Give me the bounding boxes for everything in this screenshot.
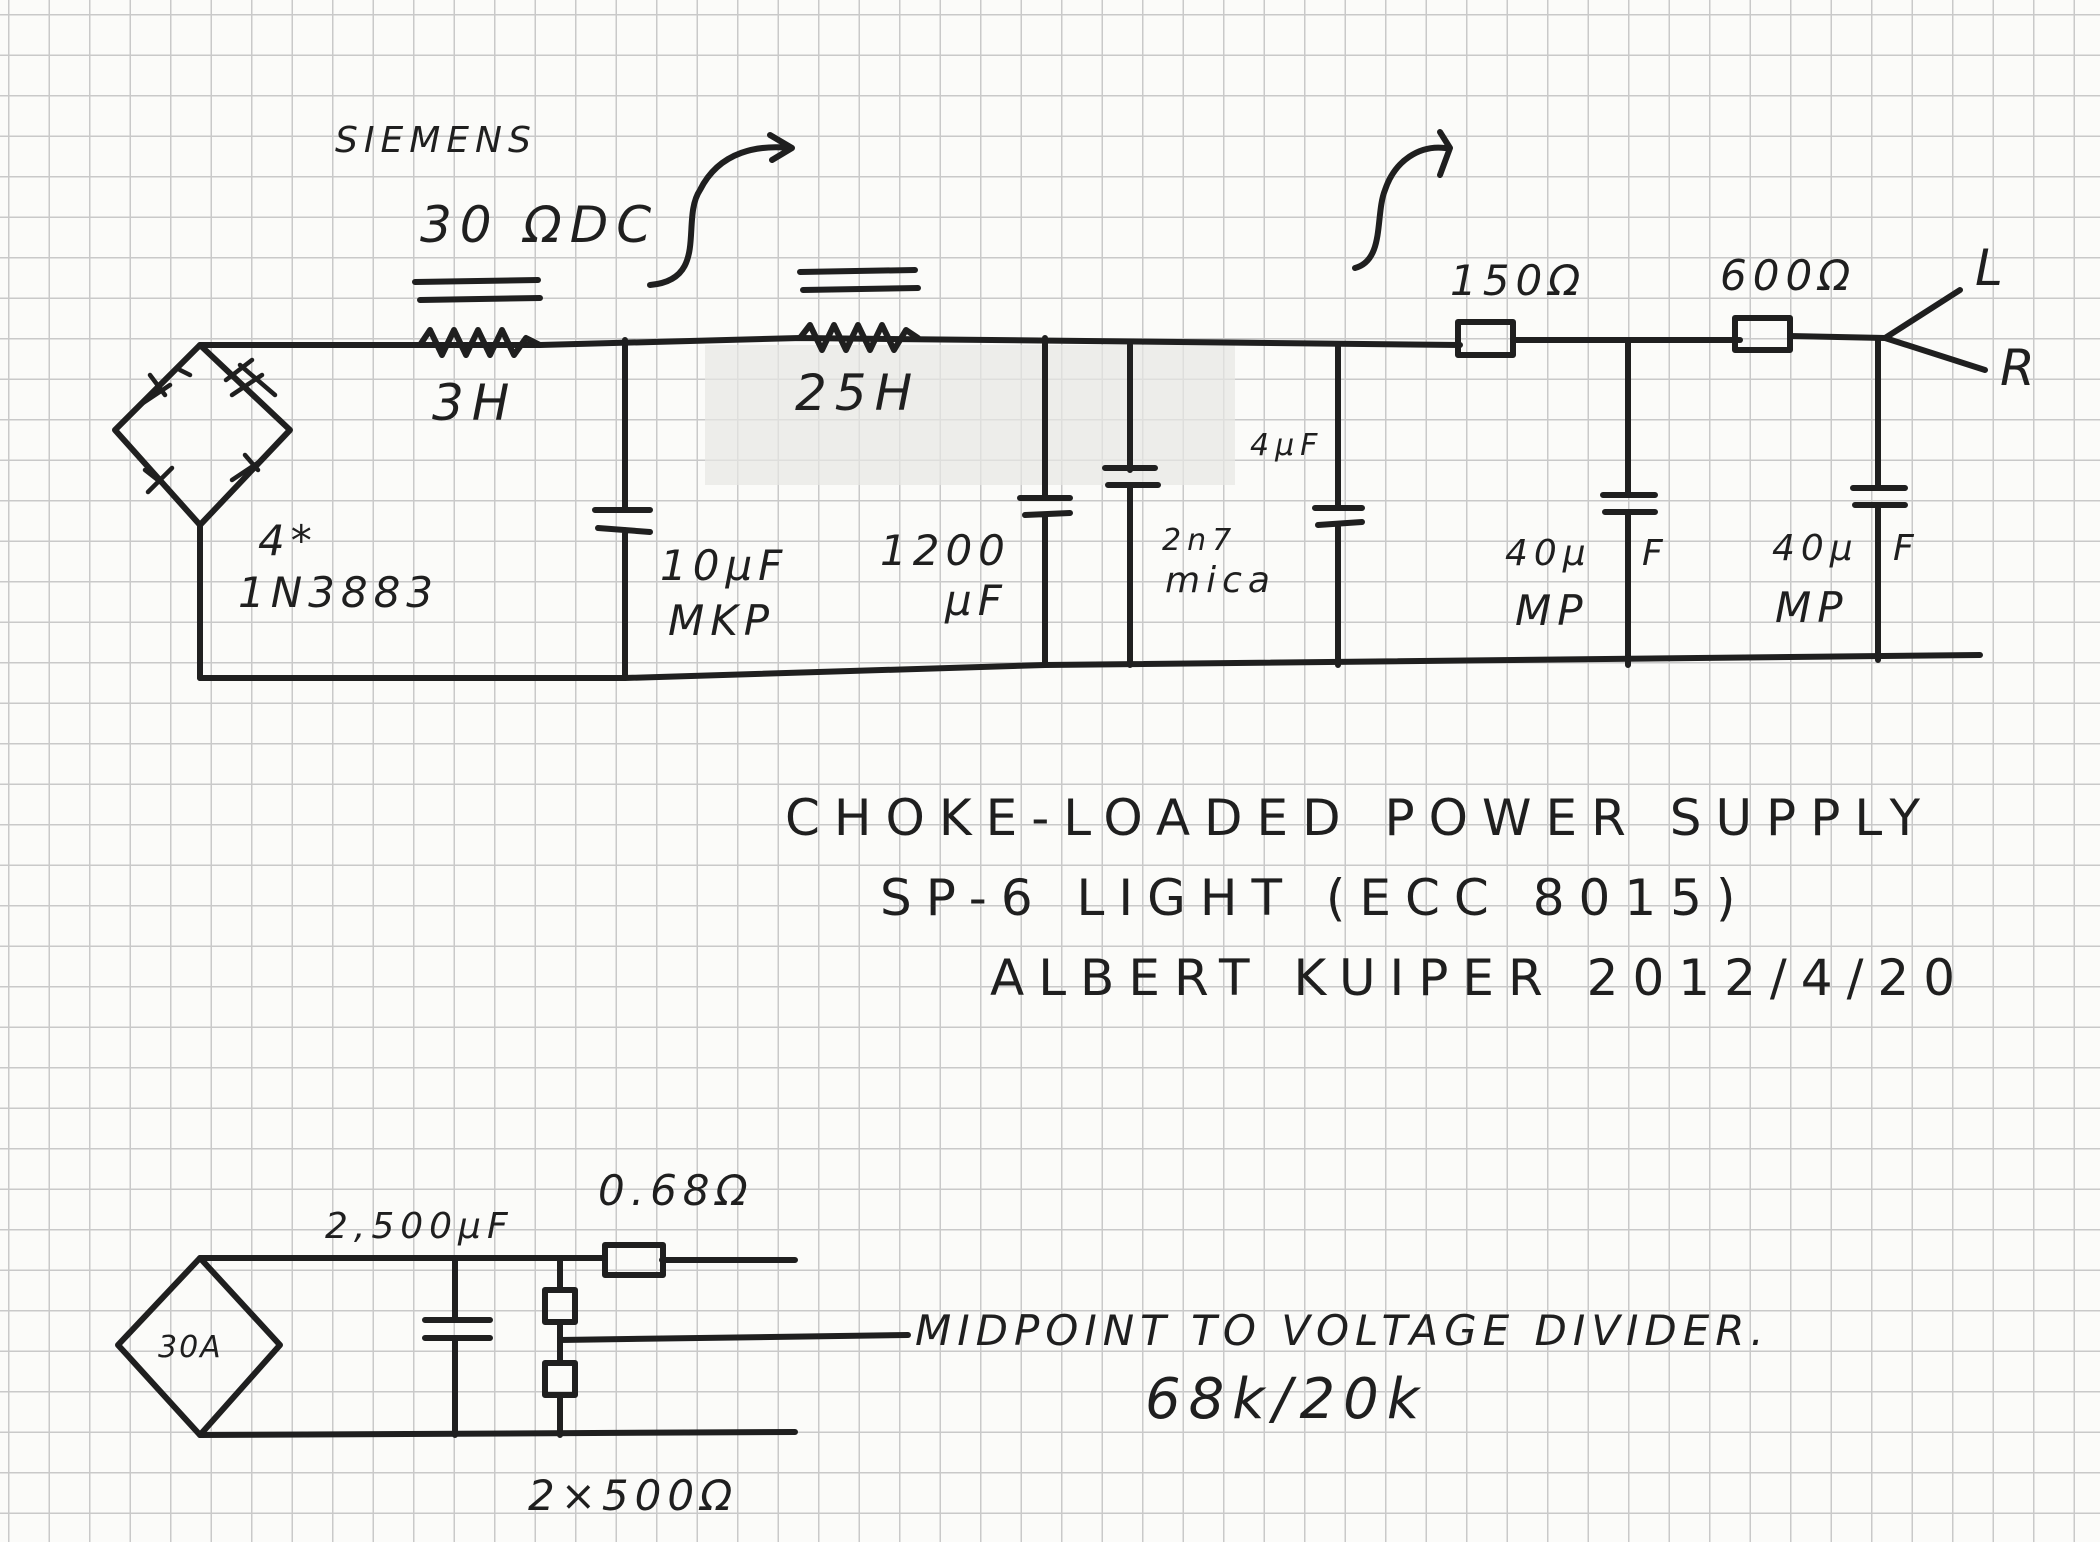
resistor-600 [1732,315,1793,353]
divider-resistor-2 [542,1360,578,1398]
rectifier-label: 4* 1N3883 [238,516,439,617]
title-line-2: SP-6 LIGHT (ECC 8015) [880,869,1750,927]
top-circuit: SIEMENS 30 ΩDC 3H 25H 4* 1N3883 10μF MKP… [112,120,2043,681]
resistor-068 [602,1242,666,1278]
paper-smudge [705,345,1235,485]
bottom-bottom-rail [197,1429,798,1438]
choke1-value-label: 3H [432,374,517,432]
resistor-150 [1455,319,1516,358]
bottom-top-rail [197,1255,798,1263]
res-068-label: 0.68Ω [598,1166,754,1215]
top-rail [417,335,1463,348]
output-wires [1882,287,1988,373]
curved-arrow-1 [647,132,795,288]
title-line-3: ALBERT KUIPER 2012/4/20 [990,949,1969,1007]
choke2-value-label: 25H [795,364,920,422]
title-block: CHOKE-LOADED POWER SUPPLY SP-6 LIGHT (EC… [785,789,1969,1007]
choke-2 [797,267,921,353]
capacitor-40uf-2 [1850,337,1908,663]
output-left-label: L [1975,239,2011,297]
midpoint-lead [557,1332,911,1343]
output-right-label: R [2000,339,2043,397]
cap6-type-label: MP [1775,583,1849,632]
cap4-value-label: 4μF [1250,428,1323,463]
bottom-rail [197,652,1983,681]
capacitor-40uf-1 [1600,337,1658,668]
choke1-dcr-label: 30 ΩDC [420,196,659,254]
cap2-unit-label: μF [944,576,1008,625]
cap1-type-label: MKP [668,596,775,645]
rail-end [1787,333,1888,341]
cap5-unit-label: F [1642,533,1669,574]
capacitor-1200uf [1017,335,1073,668]
cap5-value-label: 40μ [1505,533,1592,574]
cap5-type-label: MP [1515,586,1589,635]
cap2-value-label: 1200 [880,526,1011,575]
midpoint-note: MIDPOINT TO VOLTAGE DIVIDER. [915,1306,1770,1355]
divider-resistor-1 [542,1287,578,1325]
choke-1 [412,277,543,358]
capacitor-4uf [1312,342,1365,668]
cap6-unit-label: F [1893,528,1920,569]
cap3-type-label: mica [1165,560,1276,601]
divider-label: 2×500Ω [528,1471,738,1520]
capacitor-2500uf [422,1255,493,1438]
res2-value-label: 600Ω [1720,251,1856,300]
cap1-value-label: 10μF [660,541,788,590]
choke1-brand-label: SIEMENS [335,120,537,161]
capacitor-10uf [592,337,653,681]
cap-2500-label: 2,500μF [325,1206,514,1247]
bottom-circuit: 30A 2,500μF 0.68Ω 2×500Ω MIDPOINT TO VOL… [115,1166,1770,1520]
res1-value-label: 150Ω [1450,256,1586,305]
cap3-value-label: 2n7 [1162,523,1237,558]
bridge-label: 30A [158,1330,223,1365]
curved-arrow-2 [1352,129,1453,271]
diode-bridge [112,342,423,681]
capacitor-2n7 [1102,342,1161,668]
cap6-value-label: 40μ [1772,528,1859,569]
divider-ratio-note: 68k/20k [1145,1367,1427,1432]
title-line-1: CHOKE-LOADED POWER SUPPLY [785,789,1934,847]
